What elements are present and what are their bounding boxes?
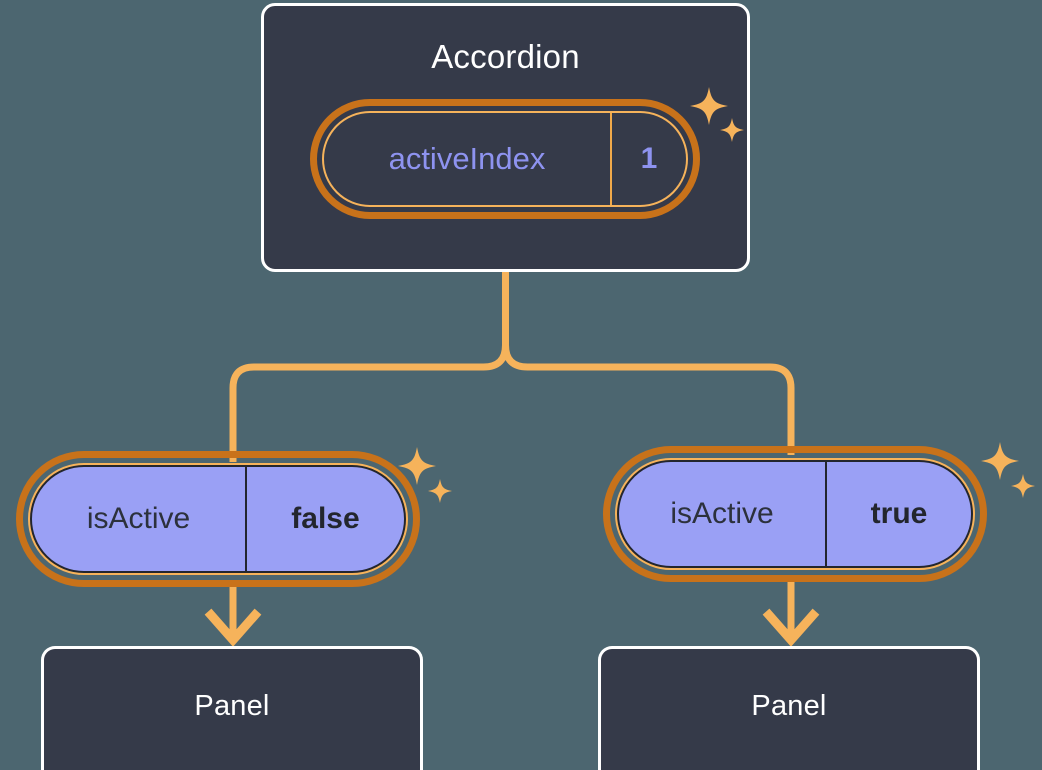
arrow-down-icon-right	[762, 608, 820, 647]
four-point-star-small-icon	[428, 479, 452, 503]
state-key-is-active-right: isActive	[670, 497, 774, 530]
panel-component-box-left[interactable]: Panel	[41, 646, 423, 770]
state-key-is-active-left: isActive	[86, 502, 191, 535]
accordion-title: Accordion	[431, 38, 580, 75]
wire-branch-left	[229, 344, 509, 462]
panel-title-left: Panel	[194, 690, 270, 722]
state-pill-is-active-true[interactable]: isActive true	[603, 446, 987, 582]
arrow-down-icon-left	[204, 608, 262, 647]
state-value-is-active-left: false	[245, 467, 404, 571]
panel-title-right: Panel	[751, 690, 827, 722]
four-point-star-small-icon	[1011, 474, 1035, 498]
state-pill-active-index[interactable]: activeIndex 1	[310, 99, 700, 219]
state-key-active-index: activeIndex	[388, 141, 546, 176]
state-pill-is-active-false[interactable]: isActive false	[16, 451, 420, 587]
state-pill-body: isActive true	[617, 460, 973, 568]
state-value-active-index: 1	[610, 113, 686, 205]
state-pill-body: isActive false	[30, 465, 406, 573]
wire-branch-right	[502, 344, 795, 455]
panel-component-box-right[interactable]: Panel	[598, 646, 980, 770]
state-pill-body: activeIndex 1	[324, 113, 686, 205]
four-point-star-icon	[981, 442, 1019, 480]
state-value-is-active-right: true	[825, 462, 971, 566]
